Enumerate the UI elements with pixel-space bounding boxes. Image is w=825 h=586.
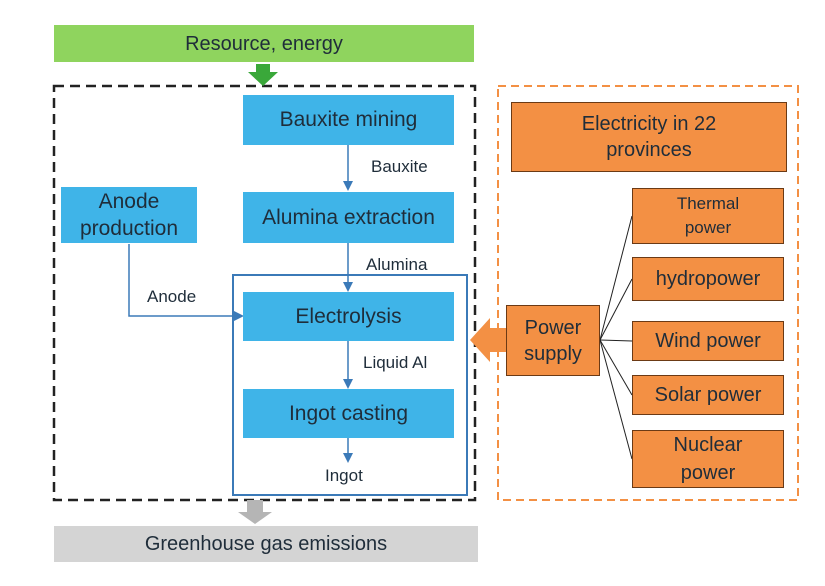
source-thermal-label: Thermal power (676, 194, 740, 237)
source-wind-label: Wind power (655, 330, 761, 352)
orange-left-arrow (470, 318, 506, 362)
source-connectors (599, 215, 633, 460)
power-boundary (497, 85, 799, 501)
green-down-arrow (248, 64, 278, 86)
flow-label-ingot: Ingot (325, 466, 363, 485)
source-nuclear-label: Nuclear power (673, 434, 743, 484)
arrow-anode (128, 244, 244, 321)
alumina-extraction-box: Alumina extraction (243, 192, 454, 243)
ghg-text: Greenhouse gas emissions (144, 533, 388, 555)
electricity-label: Electricity in 22 provinces (581, 113, 717, 161)
anode-production-box: Anode production (61, 187, 197, 243)
source-nuclear-box: Nuclear power (632, 430, 784, 488)
source-hydro-label: hydropower (655, 268, 761, 290)
bauxite-mining-box: Bauxite mining (243, 95, 454, 145)
resource-energy-banner: Resource, energy (54, 25, 474, 62)
electricity-box: Electricity in 22 provinces (511, 102, 787, 172)
source-solar-box: Solar power (632, 375, 784, 415)
bauxite-mining-label: Bauxite mining (279, 108, 418, 132)
resource-energy-text: Resource, energy (185, 32, 343, 55)
gray-down-arrow (238, 500, 272, 524)
smelter-frame (232, 274, 468, 496)
ingot-casting-label: Ingot casting (288, 401, 409, 425)
source-solar-label: Solar power (654, 384, 762, 406)
process-boundary (52, 84, 477, 502)
source-wind-box: Wind power (632, 321, 784, 361)
electrolysis-label: Electrolysis (295, 304, 402, 328)
alumina-extraction-label: Alumina extraction (262, 205, 435, 229)
source-hydro-box: hydropower (632, 257, 784, 301)
ingot-casting-box: Ingot casting (243, 389, 454, 438)
flow-label-anode: Anode (147, 287, 197, 306)
source-thermal-box: Thermal power (632, 188, 784, 244)
ghg-banner: Greenhouse gas emissions (54, 526, 478, 562)
anode-production-label: Anode production (79, 189, 179, 240)
flow-label-alumina: Alumina (366, 255, 428, 274)
power-supply-box: Power supply (506, 305, 600, 376)
flow-label-bauxite: Bauxite (371, 157, 428, 176)
power-supply-label: Power supply (524, 316, 582, 365)
flow-label-liquid-al: Liquid Al (363, 353, 428, 372)
electrolysis-box: Electrolysis (243, 292, 454, 341)
